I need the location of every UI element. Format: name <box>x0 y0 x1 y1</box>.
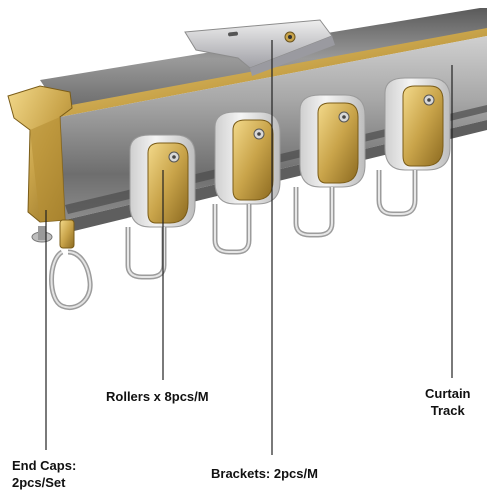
callout-lines <box>45 40 453 455</box>
curtain-track-label-line2: Track <box>430 403 465 418</box>
bracket <box>184 19 335 76</box>
roller <box>125 134 196 280</box>
roller <box>293 94 366 238</box>
brackets-label: Brackets: 2pcs/M <box>211 466 318 481</box>
curtain-track-label-line1: Curtain <box>425 386 471 401</box>
end-cap <box>7 85 93 310</box>
roller <box>212 111 281 255</box>
rollers-label: Rollers x 8pcs/M <box>106 389 209 404</box>
end-caps-label-line2: 2pcs/Set <box>12 475 66 490</box>
curtain-track-label: Curtain Track <box>425 385 471 419</box>
end-caps-label: End Caps: 2pcs/Set <box>12 457 76 491</box>
roller <box>376 77 451 217</box>
end-caps-label-line1: End Caps: <box>12 458 77 473</box>
